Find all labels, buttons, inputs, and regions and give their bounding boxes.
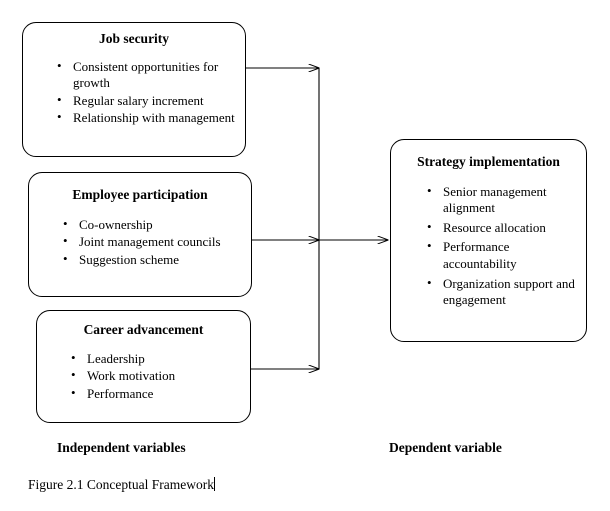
box-employee-participation-title: Employee participation bbox=[72, 187, 208, 202]
box-career-advancement: Career advancement Leadership Work motiv… bbox=[36, 310, 251, 423]
list-item: Suggestion scheme bbox=[57, 251, 251, 269]
list-item: Resource allocation bbox=[421, 219, 586, 237]
list-item: Regular salary increment bbox=[51, 92, 245, 110]
box-career-advancement-items: Leadership Work motivation Performance bbox=[65, 350, 250, 403]
box-strategy-implementation: Strategy implementation Senior managemen… bbox=[390, 139, 587, 342]
list-item: Organization support and engagement bbox=[421, 275, 586, 309]
list-item: Leadership bbox=[65, 350, 250, 368]
box-job-security-title: Job security bbox=[98, 31, 170, 46]
box-job-security-items: Consistent opportunities for growth Regu… bbox=[51, 58, 245, 128]
box-employee-participation-items: Co-ownership Joint management councils S… bbox=[57, 216, 251, 269]
box-employee-participation: Employee participation Co-ownership Join… bbox=[28, 172, 252, 297]
label-independent-variables: Independent variables bbox=[57, 440, 186, 455]
text-cursor bbox=[213, 477, 215, 491]
list-item: Relationship with management bbox=[51, 109, 245, 127]
box-career-advancement-title: Career advancement bbox=[83, 322, 204, 337]
figure-caption: Figure 2.1 Conceptual Framework bbox=[28, 477, 215, 493]
list-item: Performance accountability bbox=[421, 238, 586, 272]
box-strategy-implementation-items: Senior management alignment Resource all… bbox=[421, 183, 586, 309]
list-item: Performance bbox=[65, 385, 250, 403]
list-item: Work motivation bbox=[65, 367, 250, 385]
box-strategy-implementation-title: Strategy implementation bbox=[417, 154, 560, 169]
list-item: Senior management alignment bbox=[421, 183, 586, 217]
box-job-security: Job security Consistent opportunities fo… bbox=[22, 22, 246, 157]
list-item: Joint management councils bbox=[57, 233, 251, 251]
list-item: Co-ownership bbox=[57, 216, 251, 234]
label-dependent-variable: Dependent variable bbox=[389, 440, 502, 455]
list-item: Consistent opportunities for growth bbox=[51, 58, 245, 92]
figure-caption-text: Figure 2.1 Conceptual Framework bbox=[28, 477, 214, 492]
